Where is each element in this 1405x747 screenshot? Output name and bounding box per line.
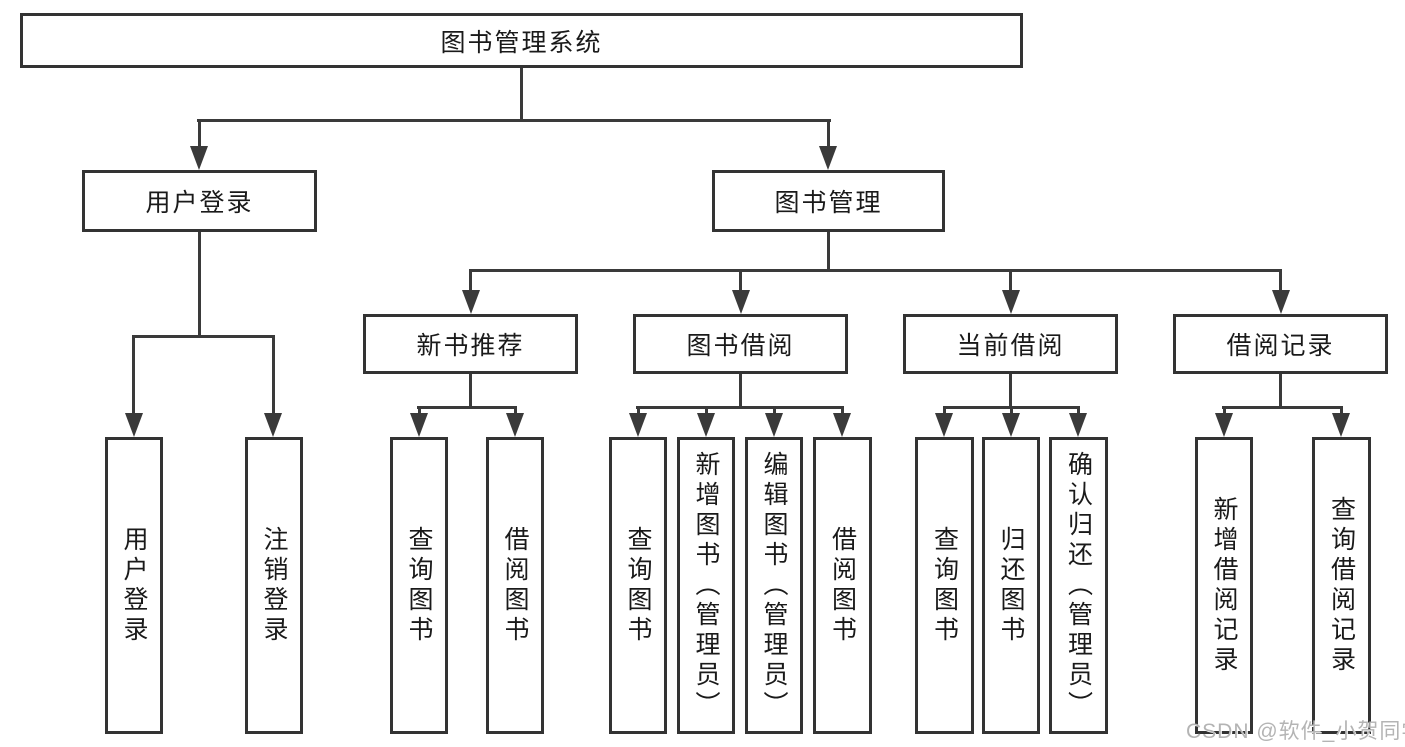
leaf-user-login: 用户登录	[105, 437, 163, 734]
arrow-down-icon	[1069, 413, 1087, 437]
connector-line	[469, 269, 1282, 272]
node-borrowing-records: 借阅记录	[1173, 314, 1388, 374]
arrow-down-icon	[732, 290, 750, 314]
connector-line	[469, 269, 472, 293]
connector-line	[272, 335, 275, 415]
connector-line	[773, 406, 776, 416]
connector-line	[841, 406, 844, 416]
connector-line	[1009, 269, 1012, 293]
connector-line	[198, 119, 201, 151]
arrow-down-icon	[410, 413, 428, 437]
connector-line	[739, 269, 742, 293]
connector-line	[469, 372, 472, 408]
leaf-recommend-borrow-books: 借阅图书	[486, 437, 544, 734]
leaf-current-query-books: 查询图书	[915, 437, 974, 734]
connector-line	[1009, 372, 1012, 408]
arrow-down-icon	[935, 413, 953, 437]
arrow-down-icon	[819, 146, 837, 170]
arrow-down-icon	[506, 413, 524, 437]
connector-line	[827, 119, 830, 151]
arrow-down-icon	[1332, 413, 1350, 437]
connector-line	[132, 335, 275, 338]
connector-line	[637, 406, 640, 416]
leaf-borrow-query-books: 查询图书	[609, 437, 667, 734]
connector-line	[418, 406, 421, 416]
arrow-down-icon	[1002, 290, 1020, 314]
leaf-borrow-borrow-books: 借阅图书	[813, 437, 872, 734]
node-user-login: 用户登录	[82, 170, 317, 232]
connector-line	[636, 406, 844, 409]
arrow-down-icon	[125, 413, 143, 437]
node-new-book-recommendation: 新书推荐	[363, 314, 578, 374]
leaf-logout: 注销登录	[245, 437, 303, 734]
connector-line	[943, 406, 946, 416]
connector-line	[827, 231, 830, 272]
arrow-down-icon	[462, 290, 480, 314]
leaf-current-confirm-return-admin: 确认归还（管理员）	[1049, 437, 1108, 734]
connector-line	[417, 406, 517, 409]
node-library-management-system: 图书管理系统	[20, 13, 1023, 68]
arrow-down-icon	[190, 146, 208, 170]
leaf-records-add-borrow-record: 新增借阅记录	[1195, 437, 1253, 734]
connector-line	[514, 406, 517, 416]
connector-line	[1077, 406, 1080, 416]
leaf-borrow-add-books-admin: 新增图书（管理员）	[677, 437, 735, 734]
connector-line	[1279, 269, 1282, 293]
connector-line	[1223, 406, 1226, 416]
node-book-borrowing: 图书借阅	[633, 314, 848, 374]
connector-line	[705, 406, 708, 416]
arrow-down-icon	[765, 413, 783, 437]
node-book-management: 图书管理	[712, 170, 945, 232]
arrow-down-icon	[1215, 413, 1233, 437]
connector-line	[1222, 406, 1343, 409]
arrow-down-icon	[1002, 413, 1020, 437]
arrow-down-icon	[697, 413, 715, 437]
connector-line	[197, 119, 831, 122]
leaf-recommend-query-books: 查询图书	[390, 437, 448, 734]
arrow-down-icon	[833, 413, 851, 437]
connector-line	[739, 372, 742, 408]
arrow-down-icon	[264, 413, 282, 437]
connector-line	[198, 231, 201, 337]
connector-line	[1279, 372, 1282, 408]
node-current-borrowing: 当前借阅	[903, 314, 1118, 374]
leaf-records-query-borrow-record: 查询借阅记录	[1312, 437, 1371, 734]
watermark: CSDN @软件_小贺同学	[1186, 720, 1405, 743]
connector-line	[132, 335, 135, 415]
leaf-borrow-edit-books-admin: 编辑图书（管理员）	[745, 437, 803, 734]
arrow-down-icon	[1272, 290, 1290, 314]
leaf-current-return-books: 归还图书	[982, 437, 1040, 734]
connector-line	[1010, 406, 1013, 416]
arrow-down-icon	[629, 413, 647, 437]
connector-line	[520, 68, 523, 122]
connector-line	[1340, 406, 1343, 416]
